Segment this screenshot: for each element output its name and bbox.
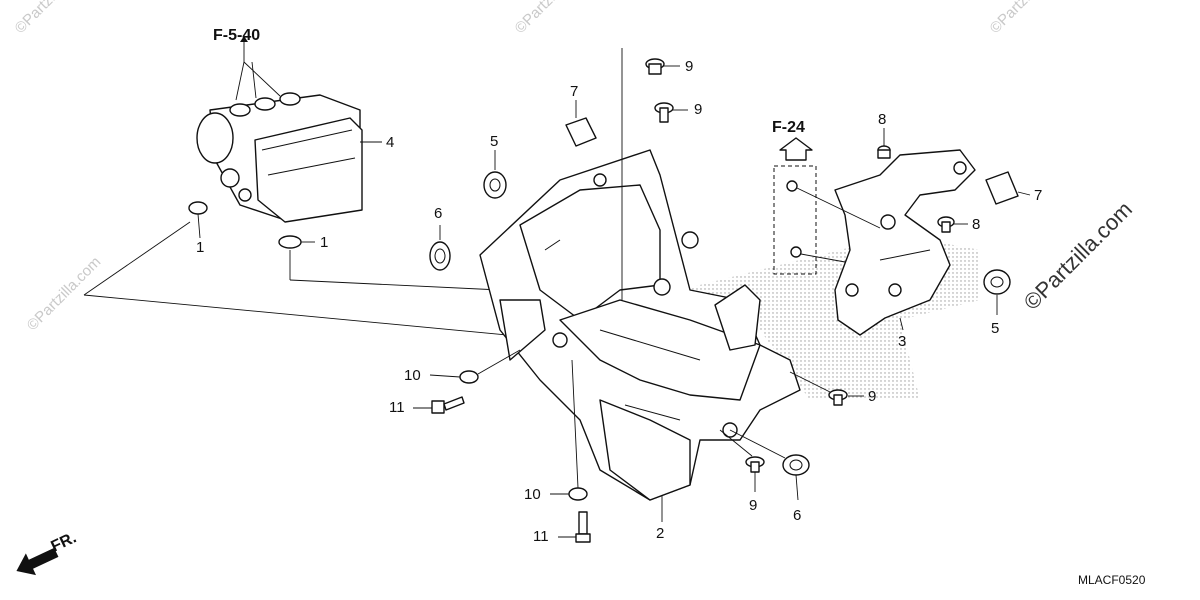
abs-ref-label: F-5-40 <box>213 27 260 44</box>
rubber-6a <box>429 241 451 271</box>
leader-9c-align <box>789 371 831 393</box>
part-number-11b: 11 <box>533 528 549 545</box>
part-number-1a: 1 <box>196 239 204 256</box>
leader-9d-align <box>719 429 753 457</box>
rubber-6b <box>782 454 810 476</box>
bolt-9c <box>828 389 848 406</box>
abs-modulator <box>196 92 363 223</box>
bracket-ref-label: F-24 <box>772 119 805 136</box>
ref-dashed-box <box>773 165 817 275</box>
cushion-7b <box>985 171 1019 205</box>
bolt-11a <box>431 396 465 414</box>
part-number-3: 3 <box>898 333 906 350</box>
washer-10b-axis <box>571 359 579 489</box>
up-arrow-icon <box>779 137 813 161</box>
bolt-icon <box>786 180 798 192</box>
bolt-9d <box>745 456 765 473</box>
stay-bracket <box>834 149 976 336</box>
part-number-9d: 9 <box>749 497 757 514</box>
part-number-4: 4 <box>386 134 394 151</box>
part-number-6a: 6 <box>434 205 442 222</box>
washer-10a <box>459 370 479 384</box>
leader-3 <box>899 317 904 331</box>
part-number-5b: 5 <box>991 320 999 337</box>
part-number-5a: 5 <box>490 133 498 150</box>
watermark-top-left: ©Partzilla.com <box>12 0 93 37</box>
washer-10a-axis <box>477 349 521 375</box>
part-number-8b: 8 <box>972 216 980 233</box>
part-number-8a: 8 <box>878 111 886 128</box>
collar-1a <box>188 201 208 215</box>
bolt-8b <box>937 216 955 233</box>
bolt-icon <box>790 246 802 258</box>
bolt-9b <box>654 102 674 123</box>
part-number-7b: 7 <box>1034 187 1042 204</box>
leader-7b <box>1017 191 1031 196</box>
front-direction-arrow-icon <box>16 547 59 576</box>
part-number-1b: 1 <box>320 234 328 251</box>
leader-1a <box>197 213 201 239</box>
abs-ref-leader-b <box>243 61 281 97</box>
part-number-7a: 7 <box>570 83 578 100</box>
cushion-7a <box>565 117 597 147</box>
part-number-10a: 10 <box>404 367 421 384</box>
rubber-5b <box>983 269 1011 295</box>
part-number-6b: 6 <box>793 507 801 524</box>
abs-ref-leader-c <box>251 61 257 99</box>
part-number-2: 2 <box>656 525 664 542</box>
diagram-code: MLACF0520 <box>1078 573 1146 587</box>
part-number-9b: 9 <box>694 101 702 118</box>
rubber-5a <box>483 171 507 199</box>
leader-6b-align <box>729 429 786 459</box>
watermark-top-center: ©Partzilla.com <box>512 0 593 37</box>
part-number-9c: 9 <box>868 388 876 405</box>
watermark-left: ©Partzilla.com <box>24 253 105 334</box>
watermark-large: ©Partzilla.com <box>1019 197 1137 315</box>
bolt-8a <box>877 145 891 159</box>
ref-leader-b <box>800 253 846 263</box>
ref-leader-a <box>796 187 881 229</box>
front-direction-label: FR. <box>49 529 80 555</box>
assembly-line-a <box>83 221 191 296</box>
assembly-line-d <box>289 279 501 291</box>
assembly-line-b <box>83 294 561 341</box>
washer-10b <box>568 487 588 501</box>
bolt-11b <box>575 511 591 543</box>
watermark-top-right: ©Partzilla.com <box>987 0 1068 37</box>
leader-10a <box>429 374 461 378</box>
part-number-11a: 11 <box>389 399 405 416</box>
part-number-9a: 9 <box>685 58 693 75</box>
bolt-9a <box>645 58 665 75</box>
leader-6b <box>795 474 799 501</box>
abs-ref-leader-a <box>235 61 245 101</box>
part-number-10b: 10 <box>524 486 541 503</box>
abs-mounting-box <box>479 149 801 501</box>
arrow-head-icon <box>240 36 248 42</box>
collar-1b <box>278 235 302 249</box>
